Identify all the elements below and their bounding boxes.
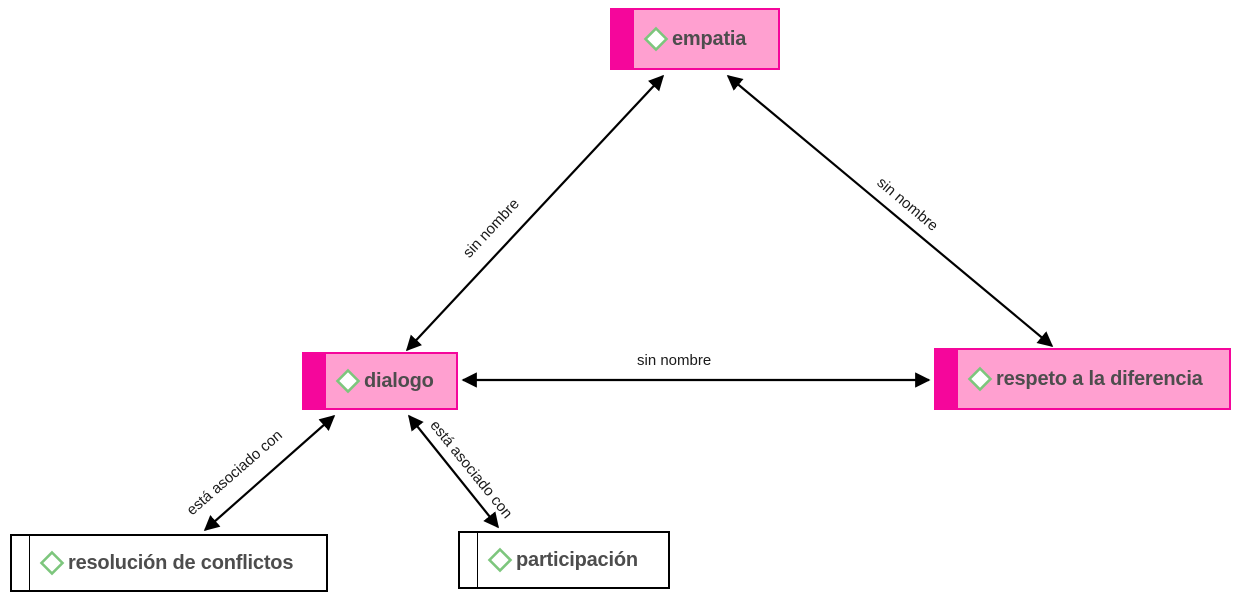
node-accent-stripe xyxy=(610,8,634,70)
node-body: dialogo xyxy=(326,352,458,410)
node-label: dialogo xyxy=(364,370,434,392)
node-body: empatia xyxy=(634,8,780,70)
node-empatia[interactable]: empatia xyxy=(610,8,780,70)
node-respeto-a-la-diferencia[interactable]: respeto a la diferencia xyxy=(934,348,1231,410)
node-body: respeto a la diferencia xyxy=(958,348,1231,410)
node-body: participación xyxy=(478,531,670,589)
diamond-icon xyxy=(643,26,669,52)
edge-respeto-empatia xyxy=(726,75,1054,347)
node-accent-stripe xyxy=(10,534,30,592)
node-dialogo[interactable]: dialogo xyxy=(302,352,458,410)
edge-label-dialogo-resolucion: está asociado con xyxy=(183,426,286,519)
edge-label-dialogo-respeto: sin nombre xyxy=(637,352,712,369)
node-label: participación xyxy=(516,549,638,571)
diamond-icon xyxy=(335,368,361,394)
edge-label-respeto-empatia: sin nombre xyxy=(873,173,942,235)
diamond-icon xyxy=(487,547,513,573)
node-label: empatia xyxy=(672,28,747,50)
edge-dialogo-participacion xyxy=(408,414,499,529)
node-label: resolución de conflictos xyxy=(68,552,294,574)
node-accent-stripe xyxy=(302,352,326,410)
node-resolucion-de-conflictos[interactable]: resolución de conflictos xyxy=(10,534,328,592)
diamond-icon xyxy=(967,366,993,392)
diamond-icon xyxy=(39,550,65,576)
edge-label-dialogo-empatia: sin nombre xyxy=(459,195,523,262)
node-label: respeto a la diferencia xyxy=(996,368,1203,390)
edge-dialogo-empatia xyxy=(405,74,665,352)
node-accent-stripe xyxy=(458,531,478,589)
edge-label-dialogo-participacion: está asociado con xyxy=(426,417,516,522)
node-accent-stripe xyxy=(934,348,958,410)
node-participacion[interactable]: participación xyxy=(458,531,670,589)
node-body: resolución de conflictos xyxy=(30,534,328,592)
